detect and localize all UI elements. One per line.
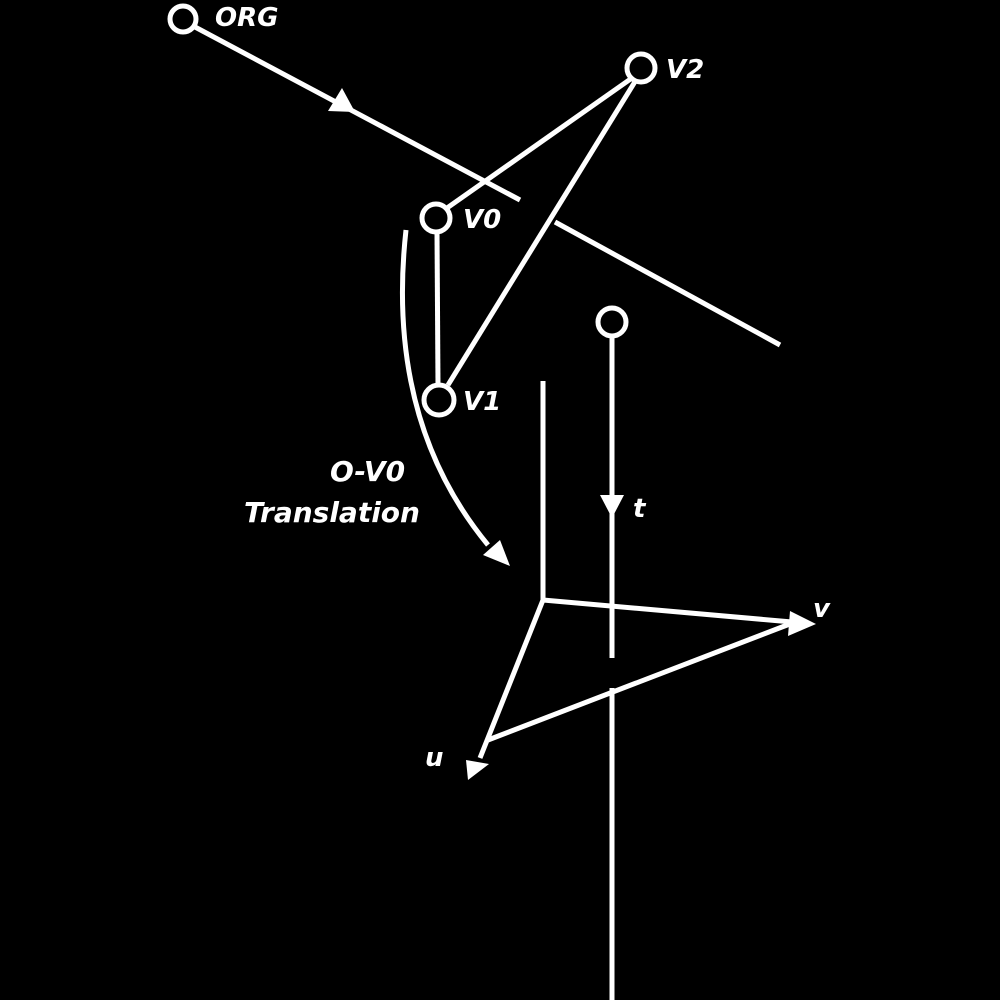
triangle-edge-v0-v2 bbox=[445, 75, 634, 211]
u-v-connector-line bbox=[487, 619, 796, 743]
origin-point bbox=[167, 3, 199, 35]
t-direction-arrow bbox=[600, 495, 624, 518]
u-axis-label: u bbox=[425, 743, 444, 773]
triangle-edge-v1-v2 bbox=[445, 78, 639, 387]
ray-line-lower bbox=[553, 219, 782, 348]
t-axis-label: t bbox=[633, 494, 647, 524]
origin-label: ORG bbox=[215, 3, 278, 33]
translation-arrowhead bbox=[483, 540, 510, 566]
v-axis-label: v bbox=[813, 594, 831, 624]
ray-direction-arrow bbox=[328, 88, 355, 112]
u-axis-arrowhead bbox=[466, 760, 489, 780]
translation-curve bbox=[399, 229, 490, 547]
vertex-v0-label: V0 bbox=[463, 205, 501, 235]
vertex-v2-label: V2 bbox=[666, 55, 704, 85]
triangle-edge-v0-v1 bbox=[434, 232, 441, 385]
v-axis-line bbox=[542, 597, 793, 625]
ray-line-upper bbox=[193, 24, 522, 203]
vertex-v2-point bbox=[624, 51, 658, 85]
vertex-v0-point bbox=[419, 201, 453, 235]
translated-origin-point bbox=[595, 305, 629, 339]
vertex-v1-label: V1 bbox=[463, 387, 501, 417]
translation-label-line1: O-V0 bbox=[330, 455, 405, 488]
u-axis-line bbox=[477, 599, 546, 759]
vertex-v1-point bbox=[421, 382, 457, 418]
v-axis-arrowhead bbox=[788, 611, 816, 636]
translation-label-line2: Translation bbox=[244, 496, 420, 529]
